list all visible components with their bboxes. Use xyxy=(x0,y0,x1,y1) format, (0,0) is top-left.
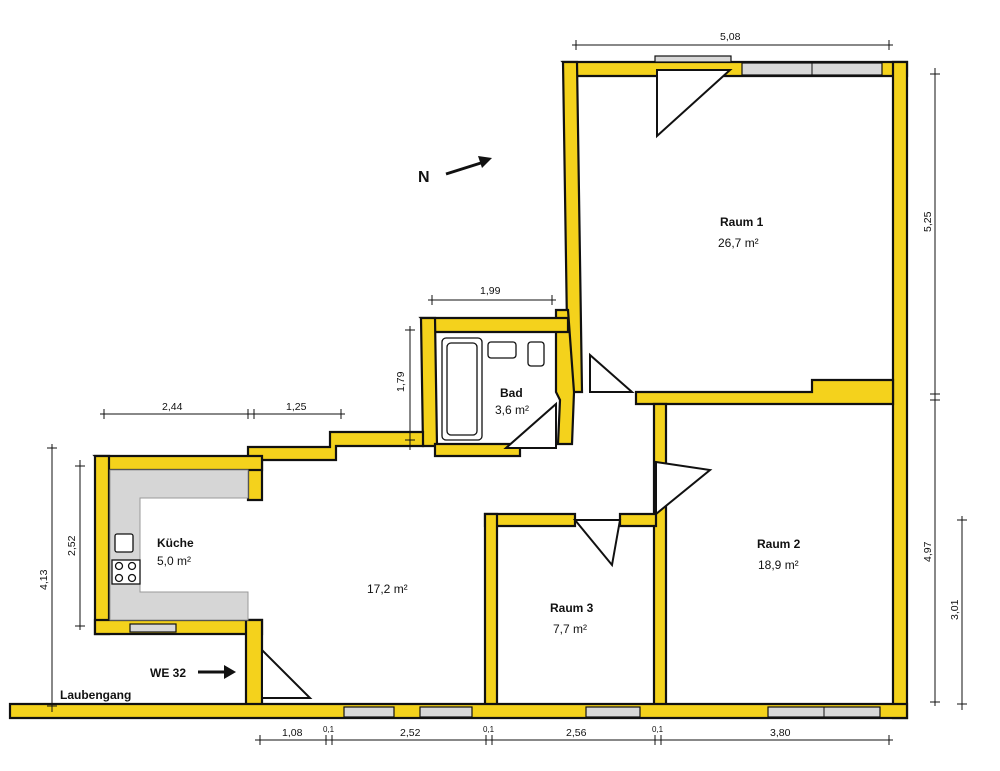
raum2-area: 18,9 m² xyxy=(758,558,799,572)
raum1-area: 26,7 m² xyxy=(718,236,759,250)
fixtures xyxy=(109,337,545,621)
dimension-lines xyxy=(47,40,967,745)
raum3-name: Raum 3 xyxy=(550,601,594,615)
dim-bad-width: 1,99 xyxy=(480,285,501,297)
dim-kitchen-width: 2,44 xyxy=(162,401,183,413)
bad-name: Bad xyxy=(500,386,523,400)
dim-right-inner: 3,01 xyxy=(949,599,961,620)
dim-bottom-4: 0,1 xyxy=(483,725,495,734)
doors xyxy=(261,69,733,699)
dim-bottom-5: 2,56 xyxy=(566,727,587,739)
dim-right-upper: 5,25 xyxy=(922,211,934,232)
unit-label: WE 32 xyxy=(150,666,186,680)
raum1-name: Raum 1 xyxy=(720,215,764,229)
raum2-name: Raum 2 xyxy=(757,537,801,551)
dim-bottom-2: 0,1 xyxy=(323,725,335,734)
dim-left-outer: 4,13 xyxy=(38,569,50,590)
kueche-name: Küche xyxy=(157,536,194,550)
dim-bottom-1: 1,08 xyxy=(282,727,303,739)
dim-bad-height: 1,79 xyxy=(395,371,407,392)
dim-bottom-3: 2,52 xyxy=(400,727,421,739)
dim-bottom-6: 0,1 xyxy=(652,725,664,734)
raum3-area: 7,7 m² xyxy=(553,622,587,636)
windows xyxy=(129,55,883,718)
bad-area: 3,6 m² xyxy=(495,403,529,417)
north-label: N xyxy=(418,169,430,186)
dim-right-lower: 4,97 xyxy=(922,541,934,562)
kueche-area: 5,0 m² xyxy=(157,554,191,568)
flur-area: 17,2 m² xyxy=(367,582,408,596)
entry-arrow-icon xyxy=(198,665,236,679)
north-arrow-icon xyxy=(445,156,492,176)
dim-top: 5,08 xyxy=(720,31,741,43)
dim-bottom-7: 3,80 xyxy=(770,727,791,739)
corridor-label: Laubengang xyxy=(60,688,131,702)
dim-left-inner: 2,52 xyxy=(66,535,78,556)
walls xyxy=(8,60,909,720)
dim-step-width: 1,25 xyxy=(286,401,307,413)
